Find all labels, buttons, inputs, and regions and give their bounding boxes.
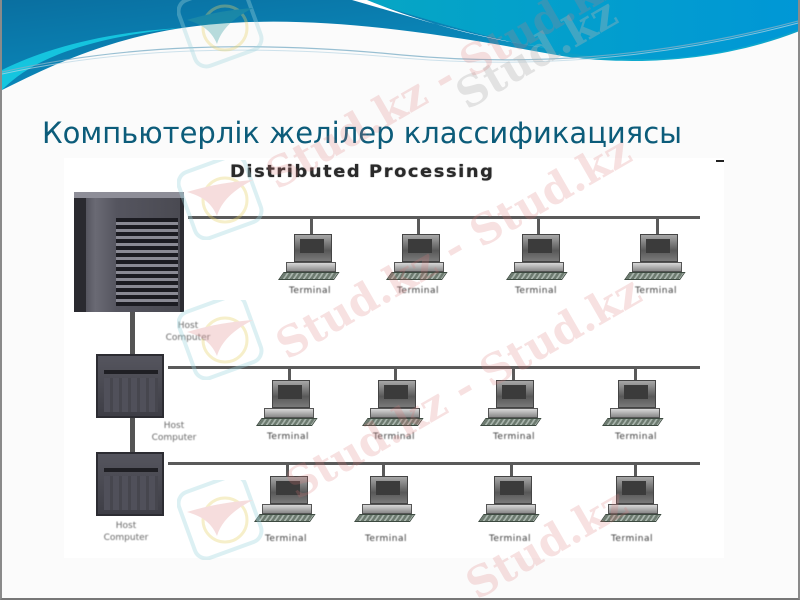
terminal-label: Terminal bbox=[514, 286, 558, 296]
diagram-title: Distributed Processing bbox=[230, 162, 495, 182]
bus-drop bbox=[288, 366, 291, 382]
host-computer-label: Host Computer bbox=[103, 521, 149, 543]
slide-title: Компьютерлік желілер классификациясы bbox=[42, 116, 683, 150]
terminal-label: Terminal bbox=[614, 432, 658, 442]
bus-drop bbox=[510, 462, 513, 478]
bus-drop bbox=[310, 216, 313, 236]
terminal-label: Terminal bbox=[364, 534, 408, 544]
terminal-label: Terminal bbox=[610, 534, 654, 544]
bus-drop bbox=[634, 462, 637, 478]
terminal-computer-icon bbox=[600, 476, 664, 530]
terminal-computer-icon bbox=[386, 234, 450, 288]
terminal-label: Terminal bbox=[288, 286, 332, 296]
terminal-computer-icon bbox=[254, 476, 318, 530]
terminal-computer-icon bbox=[362, 380, 426, 434]
network-bus-tier-2 bbox=[168, 366, 700, 369]
network-bus-tier-1 bbox=[188, 216, 700, 219]
terminal-label: Terminal bbox=[264, 534, 308, 544]
network-bus-tier-3 bbox=[168, 462, 700, 465]
terminal-computer-icon bbox=[602, 380, 666, 434]
host-computer-label: Host Computer bbox=[165, 321, 211, 343]
terminal-label: Terminal bbox=[634, 286, 678, 296]
host-computer-label: Host Computer bbox=[151, 421, 197, 443]
terminal-label: Terminal bbox=[372, 432, 416, 442]
bus-drop bbox=[634, 366, 637, 382]
bus-drop bbox=[656, 216, 659, 236]
dash-mark bbox=[716, 160, 724, 162]
bus-drop bbox=[286, 462, 289, 478]
distributed-processing-diagram: Distributed Processing Terminal Terminal… bbox=[64, 158, 724, 558]
bus-drop bbox=[382, 462, 385, 478]
terminal-label: Terminal bbox=[396, 286, 440, 296]
bus-drop bbox=[417, 216, 420, 236]
terminal-computer-icon bbox=[506, 234, 570, 288]
bus-drop bbox=[537, 216, 540, 236]
terminal-label: Terminal bbox=[266, 432, 310, 442]
terminal-computer-icon bbox=[354, 476, 418, 530]
terminal-computer-icon bbox=[624, 234, 688, 288]
terminal-computer-icon bbox=[278, 234, 342, 288]
terminal-computer-icon bbox=[256, 380, 320, 434]
terminal-label: Terminal bbox=[492, 432, 536, 442]
host-computer-icon bbox=[96, 452, 164, 516]
host-computer-icon bbox=[96, 354, 164, 418]
mainframe-server-icon bbox=[74, 192, 184, 312]
bus-drop bbox=[394, 366, 397, 382]
terminal-computer-icon bbox=[478, 476, 542, 530]
bus-drop bbox=[512, 366, 515, 382]
terminal-computer-icon bbox=[480, 380, 544, 434]
header-wave-decoration bbox=[2, 0, 798, 110]
terminal-label: Terminal bbox=[488, 534, 532, 544]
